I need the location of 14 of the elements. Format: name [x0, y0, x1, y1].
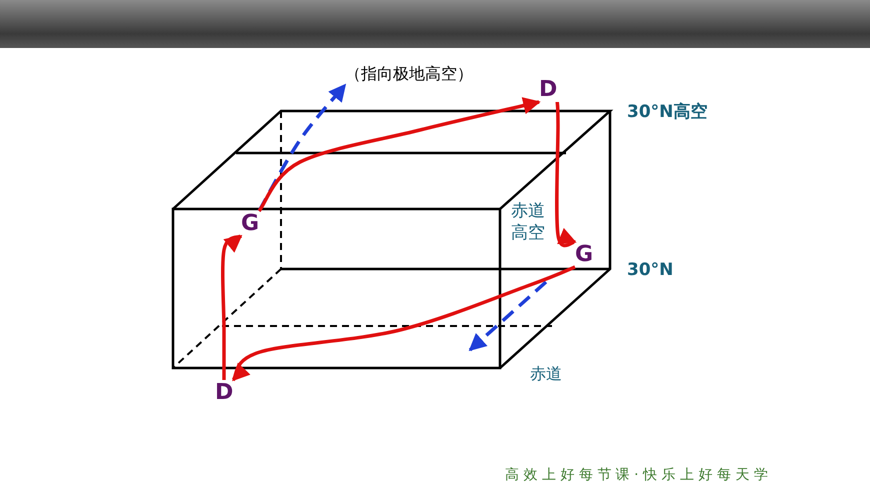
arrow: [221, 234, 243, 380]
arrow: [258, 97, 541, 212]
pressure-letter: D: [215, 380, 234, 405]
region-label: 赤道: [530, 364, 562, 385]
pressure-letter: G: [575, 242, 594, 267]
latitude-label: 30°N高空: [627, 101, 708, 123]
direction-note: （指向极地高空）: [345, 64, 473, 85]
footer-slogan: 高 效 上 好 每 节 课 · 快 乐 上 好 每 天 学: [505, 466, 768, 484]
pressure-letter: D: [539, 77, 558, 102]
arrow: [232, 265, 576, 382]
latitude-label: 30°N: [627, 260, 674, 280]
pressure-letter: G: [241, 211, 260, 236]
region-label: 赤道高空: [511, 200, 546, 244]
arrow: [258, 84, 346, 212]
